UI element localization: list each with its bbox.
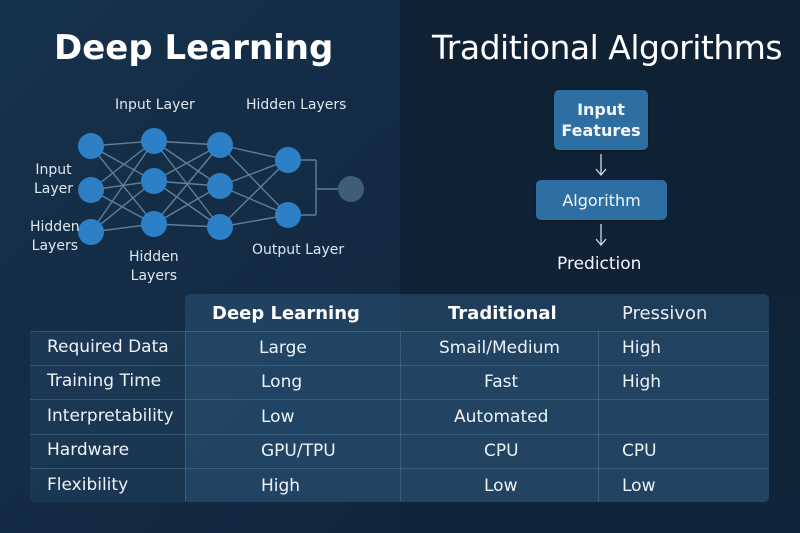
input-features-line2: Features (561, 121, 641, 140)
header-pressivon: Pressivon (622, 303, 708, 324)
hidden-layers-label-top: Hidden Layers (246, 97, 347, 113)
input-layer-label-side-line2: Layer (34, 181, 74, 197)
network-node (207, 214, 233, 240)
hidden-layers-label-side: Hidden Layers (30, 218, 80, 256)
hidden-layers-label-bottom-line2: Layers (130, 268, 177, 284)
algorithm-box: Algorithm (536, 180, 667, 220)
network-node (275, 202, 301, 228)
column-divider (598, 331, 599, 502)
network-edge (153, 180, 221, 228)
row-label-hardware: Hardware (47, 440, 130, 460)
output-layer-label: Output Layer (252, 242, 345, 258)
prediction-label: Prediction (557, 254, 642, 274)
row-label-training-time: Training Time (47, 371, 162, 391)
network-node (78, 177, 104, 203)
input-layer-label-side-line1: Input (35, 162, 72, 178)
network-node (207, 132, 233, 158)
cell-pressivon: CPU (622, 441, 657, 461)
network-node (207, 173, 233, 199)
input-layer-label-top: Input Layer (115, 97, 195, 113)
row-divider (30, 399, 769, 400)
neural-network-diagram (78, 128, 364, 245)
row-label-flexibility: Flexibility (47, 475, 129, 495)
deep-learning-title: Deep Learning (54, 28, 334, 68)
cell-deep-learning: Large (259, 338, 307, 358)
row-divider (30, 331, 769, 332)
traditional-algorithms-title: Traditional Algorithms (432, 28, 783, 67)
row-label-interpretability: Interpretability (47, 406, 174, 426)
cell-traditional: Automated (454, 407, 549, 427)
network-edge (153, 144, 221, 225)
cell-pressivon: High (622, 372, 662, 392)
network-node (78, 219, 104, 245)
column-divider (400, 331, 401, 502)
row-divider (30, 365, 769, 366)
table-background (185, 294, 769, 502)
header-deep-learning: Deep Learning (212, 303, 360, 324)
input-layer-label-side: Input Layer (34, 161, 73, 199)
network-nodes (78, 128, 364, 245)
network-edge (219, 159, 289, 228)
header-traditional: Traditional (448, 303, 557, 324)
hidden-layers-label-side-line2: Layers (31, 238, 78, 254)
network-node (78, 133, 104, 159)
cell-pressivon: Low (622, 476, 656, 496)
table-rows-background (30, 331, 769, 502)
output-node (338, 176, 364, 202)
row-label-required-data: Required Data (47, 337, 169, 357)
network-node (275, 147, 301, 173)
hidden-layers-label-bottom: Hidden Layers (129, 248, 179, 286)
network-node (141, 128, 167, 154)
network-edge (90, 180, 155, 233)
network-node (141, 168, 167, 194)
network-edge (219, 144, 289, 216)
down-arrow-icon (594, 224, 608, 249)
cell-deep-learning: High (261, 476, 301, 496)
cell-deep-learning: GPU/TPU (261, 441, 336, 461)
cell-traditional: Fast (484, 372, 519, 392)
network-edge (90, 140, 155, 191)
hidden-layers-label-bottom-line1: Hidden (129, 249, 179, 265)
hidden-layers-label-side-line1: Hidden (30, 219, 80, 235)
cell-deep-learning: Long (261, 372, 303, 392)
network-node (141, 211, 167, 237)
down-arrow-icon (594, 154, 608, 179)
network-edge (90, 140, 155, 233)
input-features-box: Input Features (554, 90, 648, 150)
row-divider (30, 468, 769, 469)
comparison-table: Deep Learning Traditional Pressivon Requ… (30, 294, 769, 502)
input-features-line1: Input (577, 100, 625, 119)
cell-traditional: CPU (484, 441, 519, 461)
cell-traditional: Low (484, 476, 518, 496)
column-divider (185, 331, 186, 502)
cell-deep-learning: Low (261, 407, 295, 427)
cell-traditional: Smail/Medium (439, 338, 560, 358)
cell-pressivon: High (622, 338, 662, 358)
row-divider (30, 434, 769, 435)
